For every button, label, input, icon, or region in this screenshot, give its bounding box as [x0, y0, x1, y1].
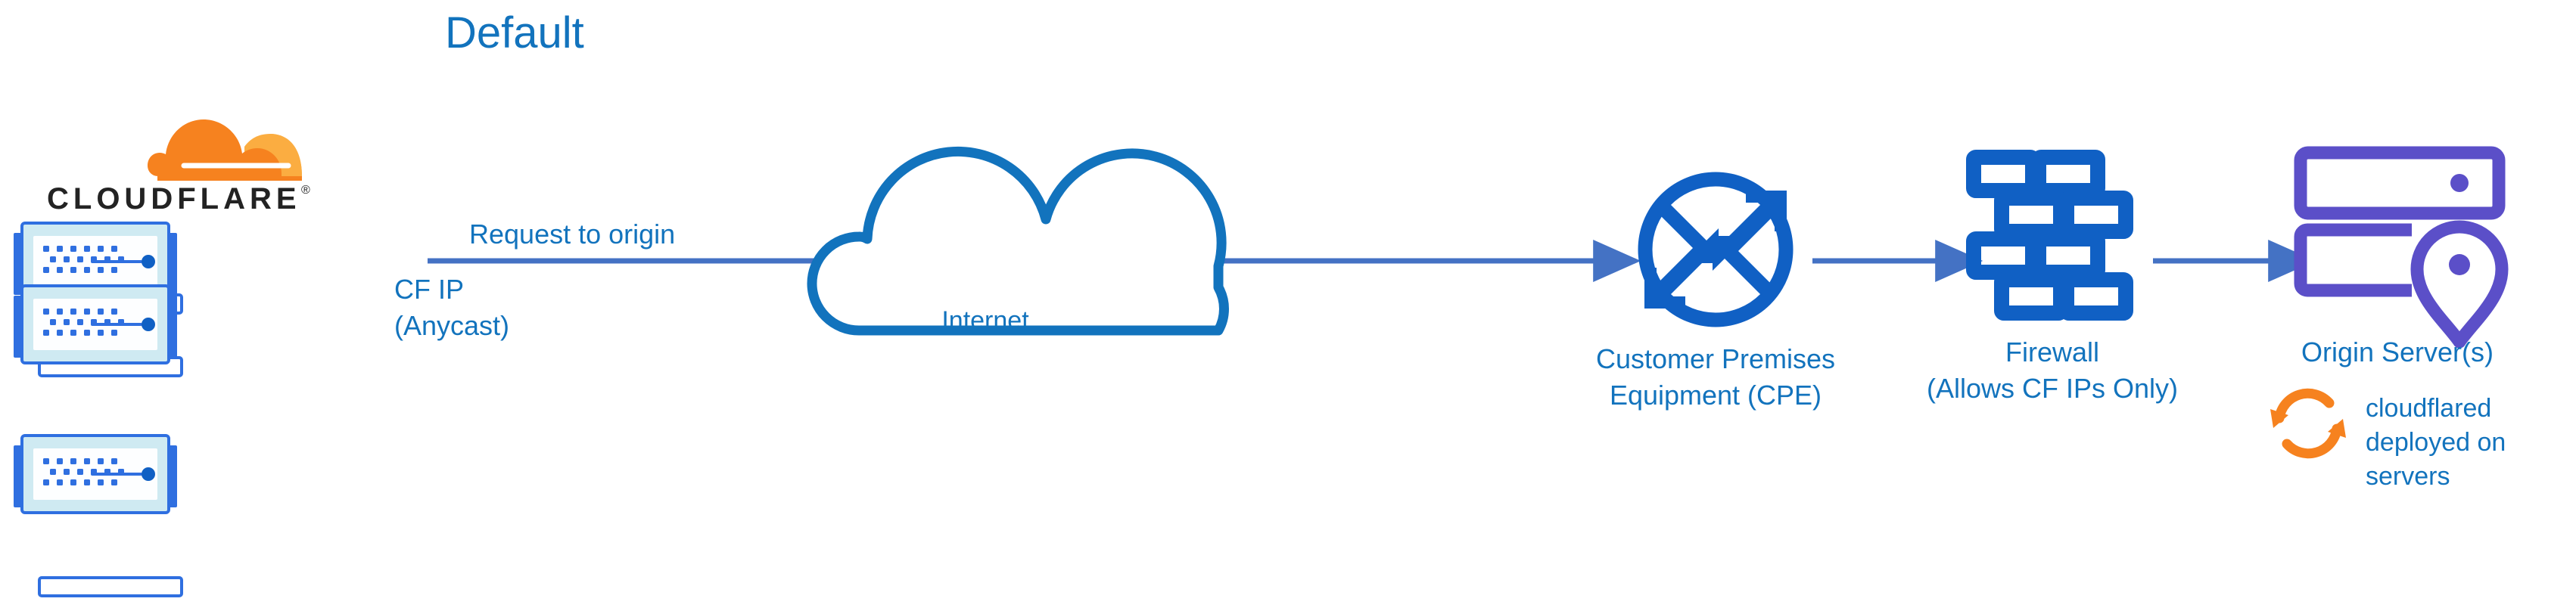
- registered-trademark-icon: ®: [301, 184, 310, 197]
- edge-server-device: [14, 222, 183, 315]
- cloudflared-note-line3: servers: [2366, 462, 2450, 491]
- status-led: [142, 318, 155, 331]
- sync-refresh-icon: [2270, 388, 2346, 459]
- firewall-label-line2: (Allows CF IPs Only): [1927, 373, 2178, 404]
- page-title: Default: [445, 8, 584, 57]
- vent-dots: [43, 458, 124, 485]
- cloudflare-wordmark: CLOUDFLARE: [47, 182, 301, 216]
- cf-ip-label-line2: (Anycast): [394, 310, 509, 341]
- origin-server-label: Origin Server(s): [2301, 336, 2494, 367]
- server-stack-icon: [14, 222, 183, 597]
- vent-dots: [43, 309, 124, 336]
- vent-dots: [43, 246, 124, 273]
- router-icon: [1638, 172, 1794, 327]
- cloud-icon: [807, 146, 1229, 336]
- status-led: [142, 255, 155, 268]
- server-pin-icon: [2294, 146, 2509, 349]
- cpe-label-line2: Equipment (CPE): [1610, 380, 1822, 411]
- status-led: [142, 467, 155, 481]
- request-flow-label: Request to origin: [469, 219, 675, 250]
- brick-wall-icon: [1966, 150, 2133, 321]
- cloudflared-note-line2: deployed on: [2366, 428, 2506, 457]
- cloudflared-note-line1: cloudflared: [2366, 394, 2491, 423]
- firewall-label-line1: Firewall: [2005, 336, 2099, 367]
- internet-label: Internet: [941, 306, 1029, 335]
- cpe-label-line1: Customer Premises: [1596, 343, 1835, 374]
- cf-ip-label-line1: CF IP: [394, 274, 464, 305]
- edge-server-device: [14, 434, 183, 597]
- cloudflare-cloud-logo: [148, 119, 302, 181]
- edge-server-device: [14, 284, 183, 377]
